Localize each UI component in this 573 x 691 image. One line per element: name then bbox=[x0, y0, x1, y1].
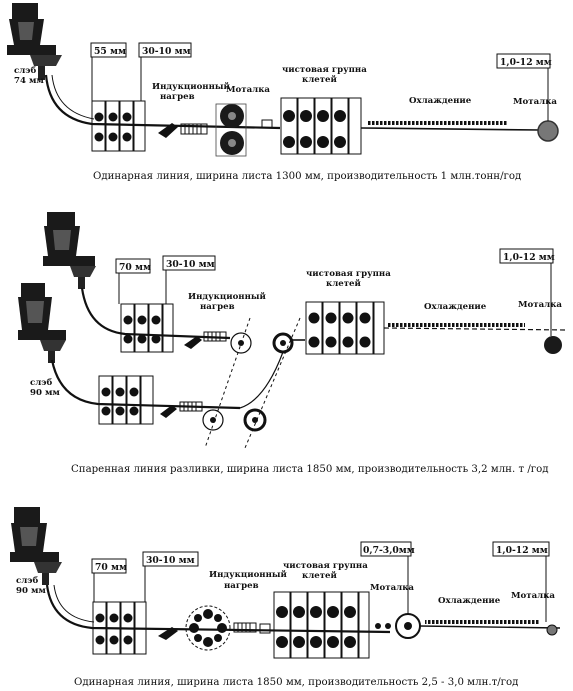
ladle-2a bbox=[43, 212, 96, 289]
cooling-zone-1 bbox=[367, 121, 508, 125]
ladle-3 bbox=[10, 507, 62, 585]
coiler-label-2: Моталка bbox=[518, 300, 562, 310]
finishing-stands-2 bbox=[306, 302, 384, 354]
box-label-70mm-3: 70 мм bbox=[95, 562, 127, 573]
coiler-label-1b: Моталка bbox=[513, 97, 557, 107]
caption-3: Одинарная линия, ширина листа 1850 мм, п… bbox=[74, 677, 518, 688]
box-label-30-10mm-3: 30-10 мм bbox=[146, 555, 195, 566]
coiler-1a bbox=[216, 104, 246, 156]
caption-1: Одинарная линия, ширина листа 1300 мм, п… bbox=[93, 171, 521, 182]
finishing-stands-3 bbox=[274, 592, 369, 658]
cooling-zone-2 bbox=[387, 323, 525, 327]
strand-2b bbox=[52, 360, 240, 408]
coiler-label-1a: Моталка bbox=[226, 85, 270, 95]
ladle-2b bbox=[18, 283, 66, 363]
cooling-label-3: Охлаждение bbox=[438, 596, 501, 606]
roughing-stands-2b bbox=[99, 376, 153, 424]
cooling-label-2: Охлаждение bbox=[424, 302, 487, 312]
coiler-1b bbox=[538, 121, 558, 141]
cooling-label-1: Охлаждение bbox=[409, 96, 472, 106]
caption-2: Спаренная линия разливки, ширина листа 1… bbox=[71, 464, 549, 475]
coiler-label-3b: Моталка bbox=[511, 591, 555, 601]
box-label-55mm: 55 мм bbox=[94, 46, 126, 57]
box-label-70mm-2: 70 мм bbox=[119, 262, 151, 273]
finishing-stands-1 bbox=[281, 98, 361, 154]
box-label-1-12mm-3: 1,0-12 мм bbox=[496, 545, 548, 556]
box-label-1-12mm-2: 1,0-12 мм bbox=[503, 252, 555, 263]
coiler-2 bbox=[544, 336, 562, 354]
box-label-1-12mm-1: 1,0-12 мм bbox=[500, 57, 552, 68]
roughing-stands-2a bbox=[121, 304, 173, 352]
heating-drum-3 bbox=[186, 606, 230, 650]
box-label-30-10mm: 30-10 мм bbox=[142, 46, 191, 57]
box-label-30-10mm-2: 30-10 мм bbox=[166, 259, 215, 270]
coiler-3b bbox=[547, 625, 557, 635]
box-label-0-7-3mm: 0,7-3,0мм bbox=[363, 545, 415, 556]
cooling-zone-3 bbox=[425, 620, 539, 624]
